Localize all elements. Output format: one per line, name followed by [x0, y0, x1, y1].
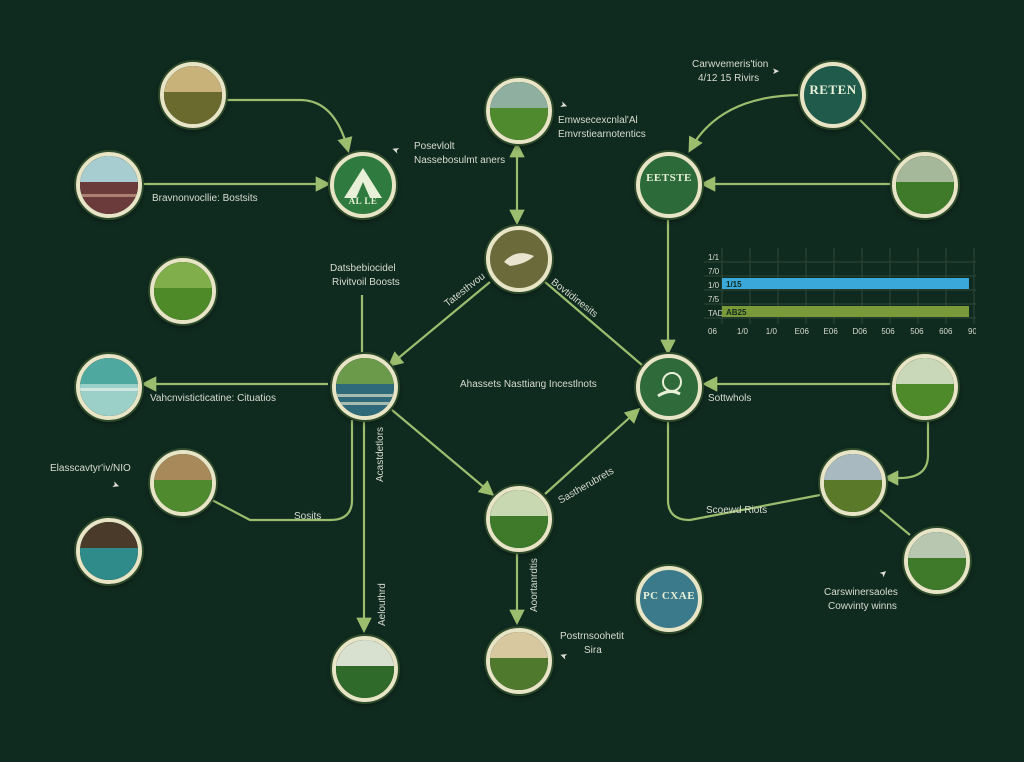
edge [387, 281, 491, 367]
caption-label: 4/12 15 Rivirs [698, 73, 760, 84]
tick-label: E06 [795, 327, 810, 336]
caption-label: Emwsecexcnlal'Al [558, 115, 638, 126]
mountain-icon [344, 168, 382, 198]
tick-label: 506 [881, 327, 895, 336]
edge [879, 509, 911, 536]
swirl-icon [504, 253, 534, 266]
row-label: 7/5 [708, 295, 720, 304]
diagram-node[interactable] [76, 152, 142, 218]
edge [211, 420, 354, 522]
row-label: 7/0 [708, 267, 720, 276]
row-label: 1/1 [708, 253, 720, 262]
edge-label: Sottwhols [708, 393, 752, 404]
edge-label: Vahcnvisticticatine: Cituatios [150, 393, 276, 404]
edge [544, 407, 641, 495]
pointer-icon: ➤ [772, 66, 780, 76]
diagram-node[interactable] [904, 528, 970, 594]
tick-label: E06 [824, 327, 839, 336]
edge-label: Bravnonvocllie: Bostsits [152, 193, 258, 204]
caption-label: Carswinersaoles [824, 587, 898, 598]
diagram-node[interactable] [892, 354, 958, 420]
diagram-node[interactable]: RETEN [800, 62, 866, 128]
center-label: Ahassets Nasttiang Incestlnots [460, 379, 597, 390]
caption-label: Posevlolt [414, 141, 455, 152]
diagram-node[interactable] [160, 62, 226, 128]
edge-label: Scoewd Riots [706, 505, 768, 516]
diagram-node[interactable] [332, 636, 398, 702]
diagram-node[interactable] [636, 354, 702, 420]
edge [859, 119, 901, 161]
bar [722, 306, 969, 317]
edge-label: Sosits [294, 511, 322, 522]
bar-label: AB25 [726, 308, 747, 317]
caption-label: Postrnsoohetit [560, 631, 624, 642]
edge-label: Aoortanrdtis [529, 558, 540, 612]
edge [222, 98, 353, 153]
diagram-node[interactable] [150, 258, 216, 324]
diagram-node[interactable] [76, 354, 142, 420]
diagram-node[interactable] [332, 354, 398, 420]
caption-label: Sira [584, 645, 602, 656]
tick-label: 1/0 [737, 327, 749, 336]
diagram-node[interactable]: EETSTE [636, 152, 702, 218]
diagram-node[interactable] [486, 486, 552, 552]
edge [688, 93, 803, 153]
caption-label: Elasscavtyr'iv/NIO [50, 463, 131, 474]
badge-icon [657, 372, 682, 398]
tick-label: 06 [708, 327, 717, 336]
diagram-node[interactable] [486, 628, 552, 694]
caption-label: Carwvemeris'tion [692, 59, 769, 70]
diagram-node[interactable] [150, 450, 216, 516]
edge [882, 420, 930, 486]
diagram-node[interactable] [820, 450, 886, 516]
tick-label: D06 [852, 327, 867, 336]
caption-label: Rivitvoil Boosts [332, 277, 400, 288]
edge-label: Aelouthrd [377, 583, 388, 626]
tick-label: 906 [968, 327, 976, 336]
diagram-node[interactable]: PC CXAE [636, 566, 702, 632]
tick-label: 506 [910, 327, 924, 336]
diagram-node[interactable] [76, 518, 142, 584]
caption-label: Emvrstiearnotentics [558, 129, 646, 140]
bar [722, 278, 969, 289]
diagram-node[interactable] [892, 152, 958, 218]
tick-label: 606 [939, 327, 953, 336]
diagram-node[interactable] [486, 78, 552, 144]
row-label: 1/0 [708, 281, 720, 290]
caption-label: Nassebosulmt aners [414, 155, 506, 166]
bar-label: 1/15 [726, 280, 742, 289]
tick-label: 1/0 [766, 327, 778, 336]
row-label: TAD [708, 309, 724, 318]
edge [544, 281, 643, 366]
edge-label: Acastdetlors [375, 426, 386, 482]
diagram-node[interactable] [486, 226, 552, 292]
caption-label: Cowvinty winns [828, 601, 897, 612]
diagram-node[interactable]: AL LE [330, 152, 396, 218]
edge [391, 409, 495, 496]
edge [666, 420, 821, 522]
caption-label: Datsbebiocidel [330, 263, 396, 274]
